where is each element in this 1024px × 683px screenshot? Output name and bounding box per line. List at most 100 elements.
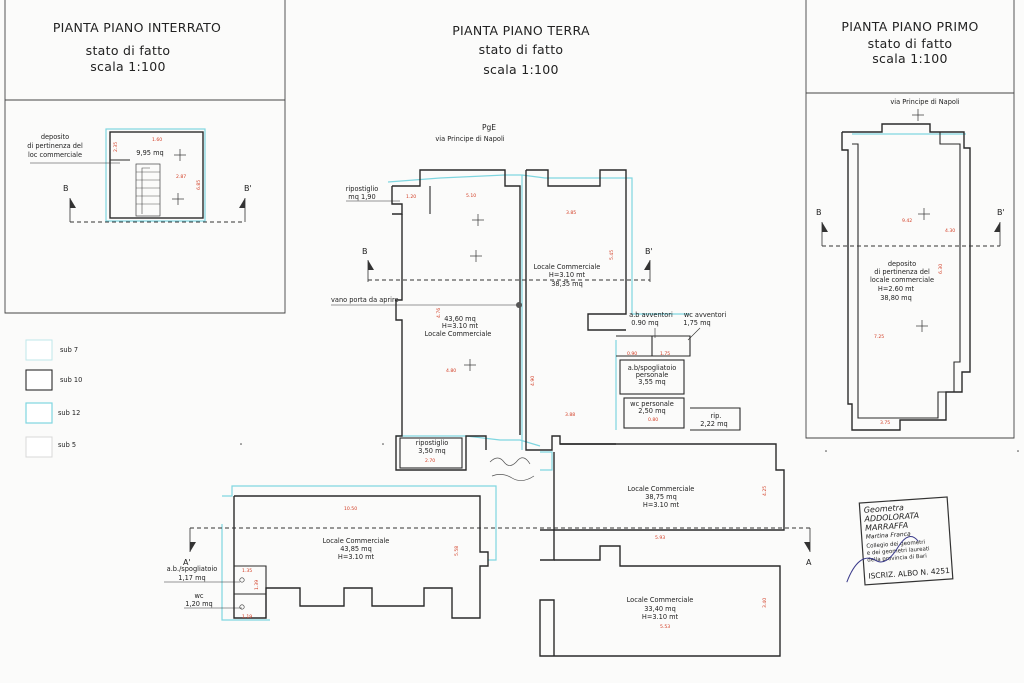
legend-swatch-sub10 — [25, 369, 53, 391]
legend: sub 7 sub 10 sub 12 sub 5 — [25, 339, 82, 458]
ripostiglio-top-line2: mq 1,90 — [348, 193, 375, 201]
stamp-line3: MARRAFFA — [865, 521, 909, 533]
dim-l3: 5.93 — [655, 535, 665, 541]
primo-deposito-line2: di pertinenza del — [874, 268, 930, 276]
dim-l8: 1.19 — [242, 614, 252, 620]
rip-walls — [690, 407, 741, 431]
stamp-registration: ISCRIZ. ALBO N. 4251 — [868, 566, 950, 581]
primo-deposito-line4: H=2.60 mt — [878, 285, 915, 293]
vano-porta-marker — [516, 302, 522, 308]
title-terra-scale: scala 1:100 — [483, 62, 558, 77]
dim-p4: 3.75 — [880, 420, 890, 426]
ab-avventori-line2: 0.90 mq — [631, 319, 658, 327]
dim-p3: 7.25 — [874, 334, 884, 340]
plan-primo: via Principe di Napoli deposito di perti… — [816, 98, 1005, 431]
lc-b-line2: H=3.10 mt — [442, 322, 479, 330]
wc-avventori-leader — [687, 327, 701, 341]
legend-label-sub7: sub 7 — [60, 346, 78, 354]
door-marker-icon — [239, 604, 245, 610]
interrato-cyan-outline — [105, 128, 206, 222]
lc-e-line1: Locale Commerciale — [627, 596, 694, 604]
level-mark-icon — [918, 208, 930, 220]
dim-interrato-mid: 2.87 — [176, 174, 186, 180]
stamp-line6: e dei geometri laureati — [867, 546, 931, 556]
lc-b-line3: Locale Commerciale — [425, 330, 492, 338]
section-label-ap-terra: A' — [183, 558, 191, 567]
lc-e-line2: 33,40 mq — [644, 605, 676, 613]
level-mark-icon — [172, 193, 184, 205]
dim-t2: 3.85 — [566, 210, 576, 216]
dim-interrato-left: 2.35 — [113, 142, 119, 152]
dim-t8: 0.90 — [627, 351, 637, 357]
section-marker-ap-terra: A' — [183, 528, 196, 567]
stamp-line1: Geometra — [864, 503, 905, 515]
street-label-primo: via Principe di Napoli — [890, 98, 959, 106]
dim-l9: 1.39 — [254, 580, 260, 590]
dim-t6: 4.90 — [530, 376, 536, 386]
ripostiglio-b-line2: 3,50 mq — [418, 447, 445, 455]
deposito-line3: loc commerciale — [28, 151, 82, 159]
section-label-bp-terra: B' — [645, 247, 653, 256]
lc-c-line1: Locale Commerciale — [628, 485, 695, 493]
section-marker-bp-interrato: B' — [239, 184, 252, 222]
terra-cyan-outline-top — [387, 174, 690, 315]
wc2-line1: wc — [194, 592, 203, 600]
wc-avventori-line1: wc avventori — [684, 311, 727, 319]
service-d-walls — [234, 565, 267, 618]
dim-p1: 9.42 — [902, 218, 912, 224]
title-interrato: PIANTA PIANO INTERRATO stato di fatto sc… — [53, 20, 221, 74]
rip-line1: rip. — [711, 412, 722, 420]
lc-d-walls — [233, 495, 489, 619]
ripostiglio-b-walls — [399, 437, 463, 469]
dim-t9: 1.75 — [660, 351, 670, 357]
section-marker-b-primo: B — [816, 208, 828, 246]
dim-p2: 6.30 — [938, 264, 944, 274]
panel-frame-interrato — [4, 0, 286, 314]
handwritten-mark-icon — [491, 474, 535, 481]
section-marker-bp-primo: B' — [994, 208, 1005, 246]
section-label-b-terra: B — [362, 247, 368, 256]
title-primo-scale: scala 1:100 — [872, 51, 947, 66]
dim-l5: 3.40 — [762, 598, 768, 608]
plan-interrato: deposito di pertinenza del loc commercia… — [27, 128, 252, 223]
lc-left-walls-top — [392, 169, 521, 435]
spogliatoio-line1: a.b/spogliatoio — [628, 364, 677, 372]
section-label-b-interrato: B — [63, 184, 69, 193]
level-mark-icon — [470, 250, 482, 262]
deposito-area: 9,95 mq — [136, 149, 163, 157]
title-interrato-sub: stato di fatto — [86, 43, 171, 58]
lc-right-walls-top — [526, 169, 627, 331]
level-mark-icon — [912, 109, 924, 121]
rip-line2: 2,22 mq — [700, 420, 727, 428]
title-interrato-scale: scala 1:100 — [90, 59, 165, 74]
title-terra-main: PIANTA PIANO TERRA — [452, 23, 590, 38]
wc-personale-walls — [623, 397, 685, 429]
ab-avventori-line1: a.b avventori — [629, 311, 673, 319]
stamp-line7: della provincia di Bari — [867, 553, 927, 563]
lc-b-line1: 43,60 mq — [444, 315, 476, 323]
lc-e-walls — [539, 545, 781, 657]
handwritten-note-top: PgE — [482, 123, 496, 132]
dim-t3: 5.45 — [609, 250, 615, 260]
professional-stamp: Geometra ADDOLORATA MARRAFFA Martina Fra… — [846, 496, 954, 586]
section-marker-bp-terra: B' — [644, 247, 653, 282]
lc-d-line1: Locale Commerciale — [323, 537, 390, 545]
stamp-line5: Collegio dei geometri — [866, 540, 926, 550]
section-marker-b-terra: B — [362, 247, 374, 282]
wc2-line2: 1,20 mq — [185, 600, 212, 608]
panel-frame-primo — [805, 0, 1015, 439]
stair-icon — [135, 163, 161, 217]
dim-interrato-right: 6.85 — [196, 180, 202, 190]
primo-walls-inner — [852, 132, 961, 419]
paper-marks — [240, 443, 1019, 452]
title-terra-sub: stato di fatto — [479, 42, 564, 57]
interrato-walls — [109, 131, 204, 219]
lower-cyan-outline-left — [222, 485, 497, 561]
stamp-border — [858, 496, 954, 586]
vano-porta-label: vano porta da aprire — [331, 296, 399, 304]
dim-t1: 5.10 — [466, 193, 476, 199]
dim-t5: 4.80 — [446, 368, 456, 374]
lc-a-line2: H=3.10 mt — [549, 271, 586, 279]
dim-p5: 4.30 — [945, 228, 955, 234]
